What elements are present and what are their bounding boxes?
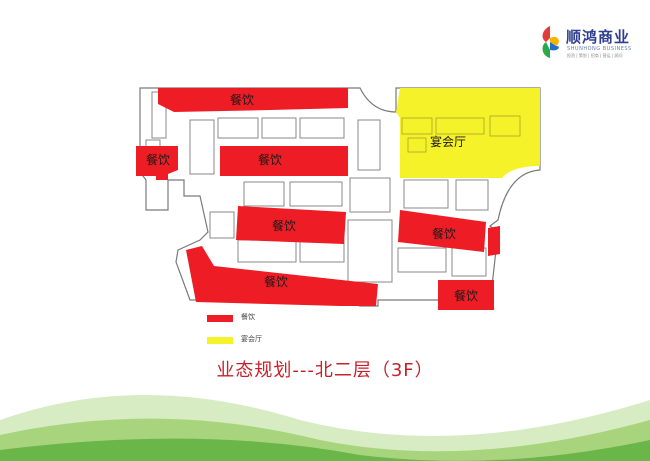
legend: 餐饮 宴会厅	[207, 312, 287, 356]
page-title: 业态规划---北二层（3F）	[216, 360, 434, 381]
brand-english-name: SHUNHONG BUSINESS	[567, 46, 632, 52]
zone-label-dining-3: 餐饮	[146, 152, 170, 167]
legend-item-banquet: 宴会厅	[207, 334, 287, 356]
dining-zone-1	[158, 88, 348, 112]
dining-zone-5	[398, 210, 486, 252]
dining-zone-2	[220, 146, 348, 176]
legend-label-banquet: 宴会厅	[241, 335, 262, 343]
brand-tagline: 投资 | 策划 | 招商 | 营运 | 顾问	[567, 53, 623, 58]
zone-label-banquet: 宴会厅	[430, 134, 466, 149]
legend-item-dining: 餐饮	[207, 312, 287, 334]
dining-zone-4	[236, 206, 346, 244]
dining-zones	[136, 88, 500, 310]
zone-label-dining-6: 餐饮	[264, 274, 288, 289]
legend-swatch-dining	[207, 315, 233, 322]
zone-label-dining-2: 餐饮	[258, 152, 282, 167]
zone-label-dining-4: 餐饮	[272, 218, 296, 233]
legend-swatch-banquet	[207, 337, 233, 344]
banquet-partitions	[401, 115, 521, 153]
footer-hills	[0, 395, 650, 461]
zone-label-dining-7: 餐饮	[454, 288, 478, 303]
brand-logo: 顺鸿商业 SHUNHONG BUSINESS 投资 | 策划 | 招商 | 营运…	[536, 22, 646, 66]
dining-zone-7	[186, 246, 378, 306]
legend-label-dining: 餐饮	[241, 313, 255, 321]
zone-label-dining-1: 餐饮	[230, 92, 254, 107]
dining-zone-3	[136, 146, 178, 180]
brand-name: 顺鸿商业	[566, 28, 631, 46]
banquet-hall-zone	[396, 88, 540, 178]
brand-mark-icon	[542, 26, 559, 58]
zone-label-dining-5: 餐饮	[432, 226, 456, 241]
dining-zone-8	[438, 280, 494, 310]
hill-dark	[0, 438, 650, 461]
dining-zone-6	[488, 226, 500, 256]
